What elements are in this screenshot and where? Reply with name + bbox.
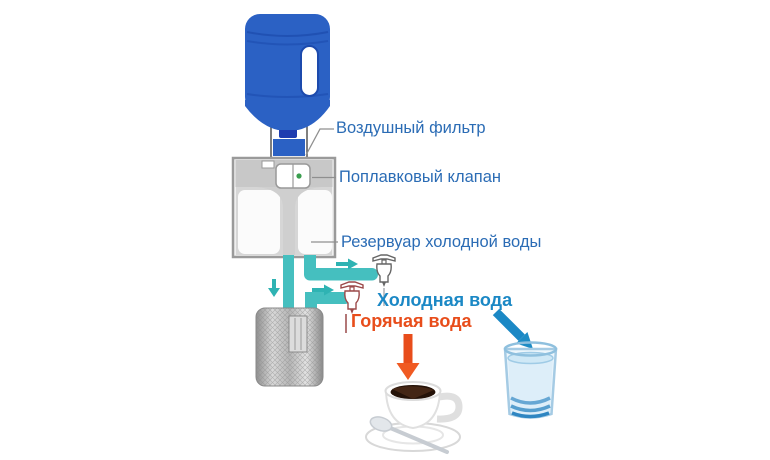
- water-bottle-icon: [245, 14, 330, 130]
- hot-faucet-icon: [340, 281, 364, 333]
- water-glass-icon: [503, 341, 558, 419]
- coffee-cup-icon: [365, 381, 463, 454]
- float-valve-label: Поплавковый клапан: [339, 168, 501, 186]
- heater-tank-icon: [255, 307, 324, 387]
- hot-water-label: Горячая вода: [351, 311, 472, 331]
- reservoir-tank-icon: [231, 156, 337, 259]
- tank-inlet-tab: [261, 160, 275, 169]
- cold-faucet-icon: [372, 254, 396, 306]
- hot-water-arrow-icon: [396, 334, 420, 380]
- cold-reservoir-label: Резервуар холодной воды: [341, 233, 542, 251]
- air-filter-label: Воздушный фильтр: [336, 119, 486, 137]
- float-valve-icon: [275, 163, 311, 189]
- flow-arrow-down-icon: [268, 279, 280, 297]
- pipe-icon: [283, 255, 378, 311]
- air-filter-connector-line: [305, 128, 334, 156]
- flow-arrow-cold-icon: [336, 258, 358, 270]
- flow-arrow-hot-icon: [312, 284, 334, 296]
- heater-label-plate: [288, 315, 308, 353]
- cold-water-label: Холодная вода: [377, 290, 513, 310]
- spoon-icon: [369, 416, 449, 454]
- bottle-handle-slot: [300, 45, 319, 97]
- air-filter-icon: [270, 125, 308, 159]
- cold-water-arrow-icon: [492, 308, 533, 349]
